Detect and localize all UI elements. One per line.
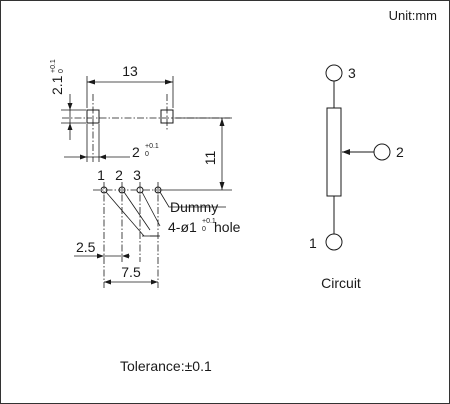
- pin-label-1: 1: [97, 167, 105, 183]
- dim-hole-height: 2.1 +0.1 0: [49, 59, 65, 95]
- terminal-1-label: 1: [309, 235, 317, 251]
- unit-label: Unit:mm: [389, 8, 437, 23]
- svg-text:0: 0: [145, 151, 149, 158]
- tolerance-note: Tolerance:±0.1: [120, 358, 212, 374]
- svg-text:+0.1: +0.1: [202, 218, 216, 225]
- dummy-label: Dummy: [170, 199, 218, 215]
- pin-hole-dummy: [154, 186, 162, 194]
- terminal-1: [325, 233, 343, 251]
- svg-text:4-ø1: 4-ø1: [168, 219, 197, 235]
- mounting-hole-left: [86, 109, 100, 124]
- dim-height: 11: [202, 151, 218, 166]
- circuit-symbol: 3 1 2 Circuit: [309, 64, 404, 291]
- dim-hole-width: 2: [132, 144, 140, 160]
- terminal-3: [325, 64, 343, 82]
- wiper-arrow: [342, 149, 350, 155]
- mounting-hole-right: [160, 109, 174, 124]
- hole-spec-label: 4-ø1 +0.1 0 hole: [168, 218, 241, 235]
- resistor-body: [326, 107, 342, 197]
- svg-text:2.1: 2.1: [49, 75, 65, 95]
- svg-text:0: 0: [202, 226, 206, 233]
- pin-hole-2: [118, 186, 126, 194]
- pin-hole-1: [100, 186, 108, 194]
- terminal-2-label: 2: [396, 144, 404, 160]
- dim-spacing-small: 2.5: [76, 239, 96, 255]
- mounting-top-view: 13 2.1 +0.1 0 2 +0.1 0 11: [49, 59, 232, 191]
- terminal-2: [373, 143, 391, 161]
- svg-text:hole: hole: [214, 219, 241, 235]
- pin-hole-3: [136, 186, 144, 194]
- dummy-leader: [159, 191, 226, 208]
- svg-text:+0.1: +0.1: [50, 59, 57, 73]
- dim-spacing-large: 7.5: [121, 264, 141, 280]
- dim-pin-pitch: 13: [122, 63, 138, 79]
- pin-label-2: 2: [115, 167, 123, 183]
- svg-text:+0.1: +0.1: [145, 143, 159, 150]
- circuit-caption: Circuit: [321, 275, 361, 291]
- pin-label-3: 3: [133, 167, 141, 183]
- pin-holes: 1 2 3 Dummy 4-ø1 +0.1 0 hole 2.5: [74, 167, 241, 288]
- terminal-3-label: 3: [348, 65, 356, 81]
- svg-text:0: 0: [58, 69, 65, 73]
